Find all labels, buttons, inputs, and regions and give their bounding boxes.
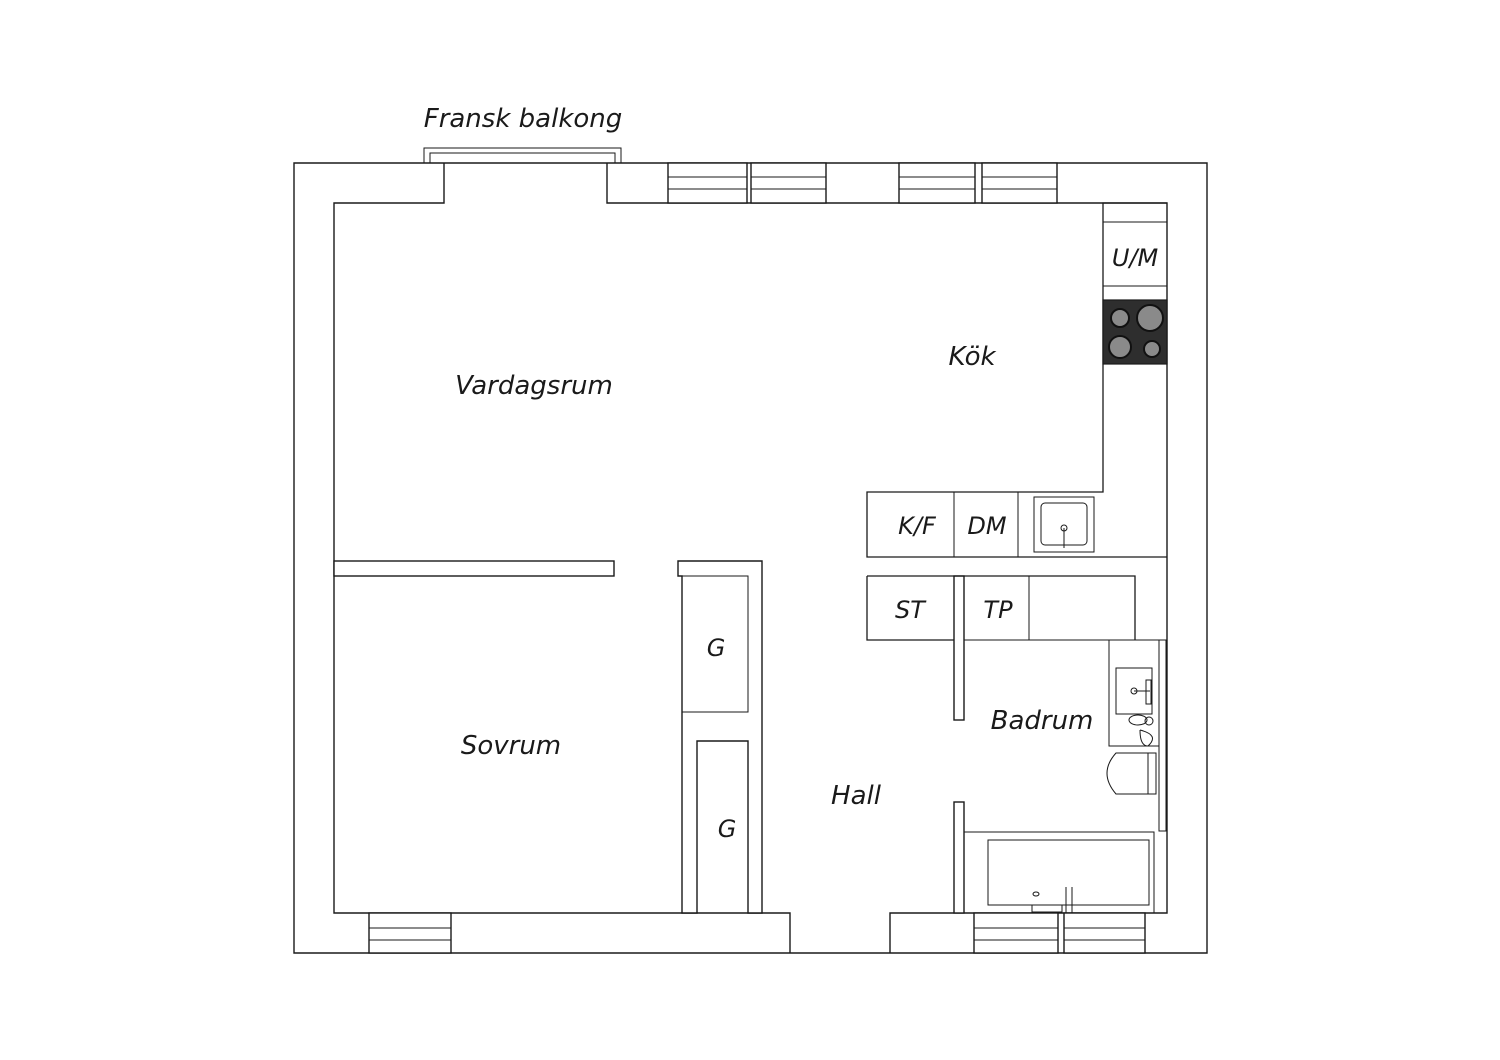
room-label-hall: Hall [831, 781, 882, 811]
bathtub [963, 831, 1155, 914]
room-label-kitchen: Kök [948, 342, 996, 372]
interior-walls [333, 560, 965, 914]
fixture-label-closet-2: G [718, 815, 737, 843]
french-balcony [423, 147, 622, 164]
top-windows [667, 162, 1058, 204]
bathroom-fixtures [1106, 639, 1167, 832]
fixture-label-washer-microwave: U/M [1112, 244, 1159, 272]
room-label-living: Vardagsrum [455, 371, 613, 401]
balcony-label: Fransk balkong [424, 104, 623, 134]
kitchen-counter-right [866, 202, 1168, 558]
fixture-label-closet-1: G [707, 634, 726, 662]
counter-dividers [953, 492, 1019, 557]
fixture-label-fridge-freezer: K/F [898, 512, 937, 540]
room-label-bedroom: Sovrum [461, 731, 561, 761]
fixture-label-storage: ST [895, 596, 927, 624]
fixture-label-dryer: TP [983, 596, 1013, 624]
kitchen-sink [1033, 496, 1095, 553]
bottom-windows [368, 912, 1146, 954]
storage-row [866, 575, 1136, 641]
room-label-bathroom: Badrum [991, 706, 1094, 736]
fixture-label-dishwasher: DM [967, 512, 1006, 540]
